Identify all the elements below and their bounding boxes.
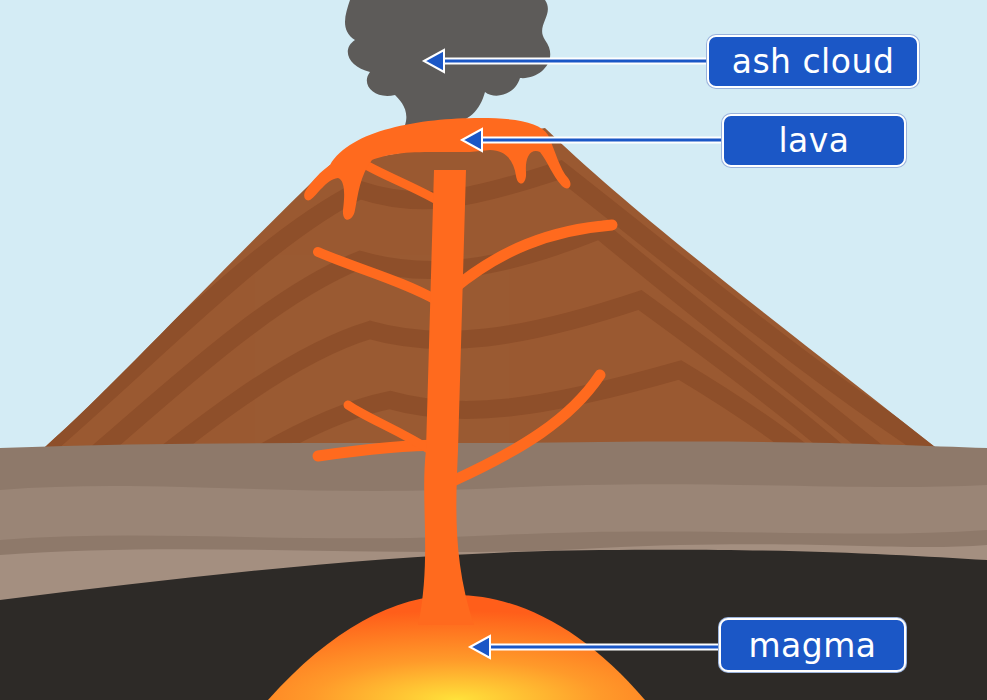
label-text: ash cloud [732,45,895,78]
label-box: ash cloud [707,35,919,88]
label-box: magma [719,618,906,672]
dark-crust [0,550,987,700]
label-text: magma [748,629,876,662]
rock-layer [0,442,987,700]
lava-flow [304,118,570,220]
label-box: lava [722,114,906,167]
leader-arrows [424,50,722,658]
label-text: lava [778,124,849,157]
lava-conduit [318,158,612,480]
